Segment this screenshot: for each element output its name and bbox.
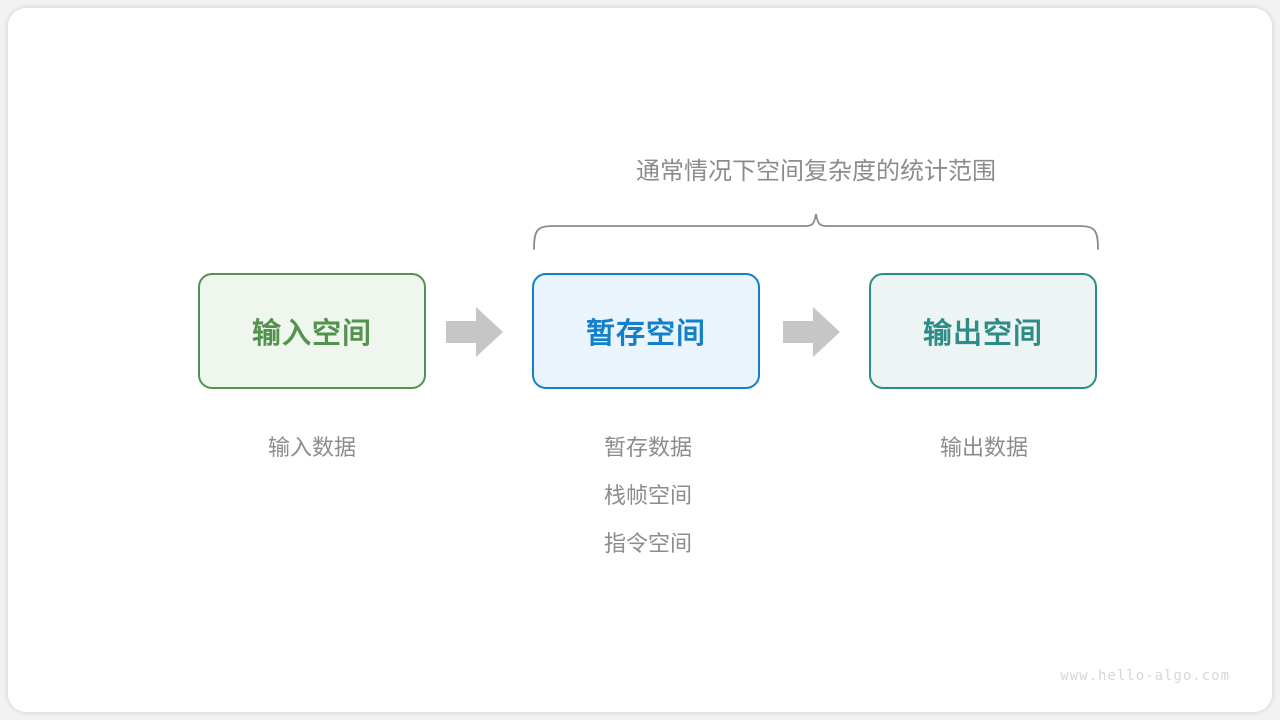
caption-input-column: 输入数据 [162,424,462,472]
box-temp-space-label: 暂存空间 [585,318,706,350]
arrow-input-to-temp-icon [446,307,503,357]
box-input-space: 输入空间 [198,273,426,389]
diagram-card: 通常情况下空间复杂度的统计范围 输入空间 暂存空间 输出空间 输入数据 暂存数据 [8,8,1272,712]
box-temp-space: 暂存空间 [532,273,760,389]
box-output-space: 输出空间 [869,273,1097,389]
caption-line: 栈帧空间 [603,483,692,508]
site-watermark: www.hello-algo.com [1060,668,1230,684]
brace-caption-prefix: 通常情况下 [636,158,756,185]
caption-temp-column: 暂存数据 栈帧空间 指令空间 [498,424,798,568]
caption-line: 输出数据 [939,435,1028,460]
brace-caption: 通常情况下空间复杂度的统计范围 [636,151,996,186]
caption-output-column: 输出数据 [834,424,1134,472]
caption-line: 输入数据 [267,435,356,460]
caption-line: 指令空间 [603,531,692,556]
caption-line: 暂存数据 [603,435,692,460]
box-output-space-label: 输出空间 [922,318,1043,350]
arrow-temp-to-output-icon [783,307,840,357]
brace-caption-suffix: 的统计范围 [876,158,996,185]
box-input-space-label: 输入空间 [251,318,372,350]
brace-caption-emphasis: 空间复杂度 [756,158,876,185]
scope-brace-icon [533,213,1099,250]
